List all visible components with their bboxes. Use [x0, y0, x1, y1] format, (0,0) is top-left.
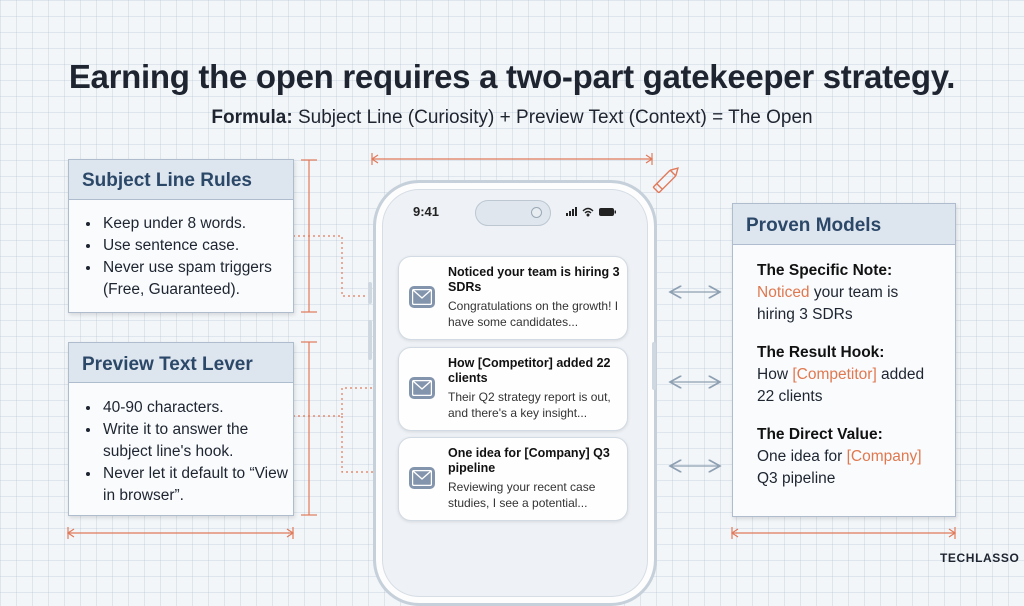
status-icons — [566, 207, 616, 217]
model-name: The Specific Note: — [757, 262, 893, 279]
list-item: Never use spam triggers (Free, Guarantee… — [101, 257, 293, 301]
list-item: Never let it default to “View in browser… — [101, 463, 293, 507]
list-item: Use sentence case. — [101, 235, 293, 257]
model-item: The Specific Note: Noticed your team is … — [757, 260, 955, 326]
proven-models-heading: Proven Models — [733, 204, 955, 245]
subject-line-rules-heading: Subject Line Rules — [69, 160, 293, 200]
email-notification[interactable]: Noticed your team is hiring 3 SDRs Congr… — [398, 256, 628, 340]
model-name: The Direct Value: — [757, 426, 883, 443]
notification-title: Noticed your team is hiring 3 SDRs — [448, 265, 620, 294]
battery-icon — [599, 208, 616, 216]
notification-title: How [Competitor] added 22 clients — [448, 356, 611, 385]
list-item: Write it to answer the subject line's ho… — [101, 419, 293, 463]
mail-icon — [409, 377, 435, 399]
phone-side-button — [368, 282, 372, 304]
preview-text-lever-card: Preview Text Lever 40-90 characters. Wri… — [68, 342, 294, 516]
model-example: How [Competitor] added 22 clients — [757, 366, 925, 405]
email-notification[interactable]: One idea for [Company] Q3 pipeline Revie… — [398, 437, 628, 521]
status-time: 9:41 — [413, 204, 440, 219]
pencil-icon — [652, 167, 679, 194]
model-item: The Direct Value: One idea for [Company]… — [757, 424, 955, 490]
formula-line: Formula: Subject Line (Curiosity) + Prev… — [0, 107, 1024, 129]
email-notification[interactable]: How [Competitor] added 22 clients Their … — [398, 347, 628, 431]
notification-preview: Congratulations on the growth! I have so… — [448, 299, 619, 329]
model-name: The Result Hook: — [757, 344, 885, 361]
camera-icon — [531, 207, 542, 218]
preview-text-lever-heading: Preview Text Lever — [69, 343, 293, 383]
proven-models-list: The Specific Note: Noticed your team is … — [733, 245, 955, 490]
notification-title: One idea for [Company] Q3 pipeline — [448, 446, 610, 475]
preview-text-lever-list: 40-90 characters. Write it to answer the… — [69, 397, 293, 507]
formula-label: Formula: — [211, 107, 293, 128]
model-example: One idea for [Company] Q3 pipeline — [757, 448, 922, 487]
phone-side-button — [652, 342, 656, 390]
mail-icon — [409, 286, 435, 308]
highlight-text: Noticed — [757, 284, 810, 301]
notification-preview: Reviewing your recent case studies, I se… — [448, 480, 596, 510]
dynamic-island — [475, 200, 551, 226]
highlight-text: [Competitor] — [792, 366, 877, 383]
signal-icon — [566, 207, 577, 216]
list-item: 40-90 characters. — [101, 397, 293, 419]
subject-line-rules-list: Keep under 8 words. Use sentence case. N… — [69, 213, 293, 301]
model-item: The Result Hook: How [Competitor] added … — [757, 342, 955, 408]
phone-side-button — [368, 320, 372, 360]
formula-text: Subject Line (Curiosity) + Preview Text … — [297, 107, 813, 128]
brand-logo: TECHLASSO — [940, 551, 1020, 565]
wifi-icon — [582, 207, 594, 217]
highlight-text: [Company] — [846, 448, 922, 465]
model-example: Noticed your team is hiring 3 SDRs — [757, 284, 899, 323]
subject-line-rules-card: Subject Line Rules Keep under 8 words. U… — [68, 159, 294, 313]
list-item: Keep under 8 words. — [101, 213, 293, 235]
page-title: Earning the open requires a two-part gat… — [68, 58, 956, 95]
proven-models-card: Proven Models The Specific Note: Noticed… — [732, 203, 956, 517]
notification-preview: Their Q2 strategy report is out, and the… — [448, 390, 611, 420]
mail-icon — [409, 467, 435, 489]
